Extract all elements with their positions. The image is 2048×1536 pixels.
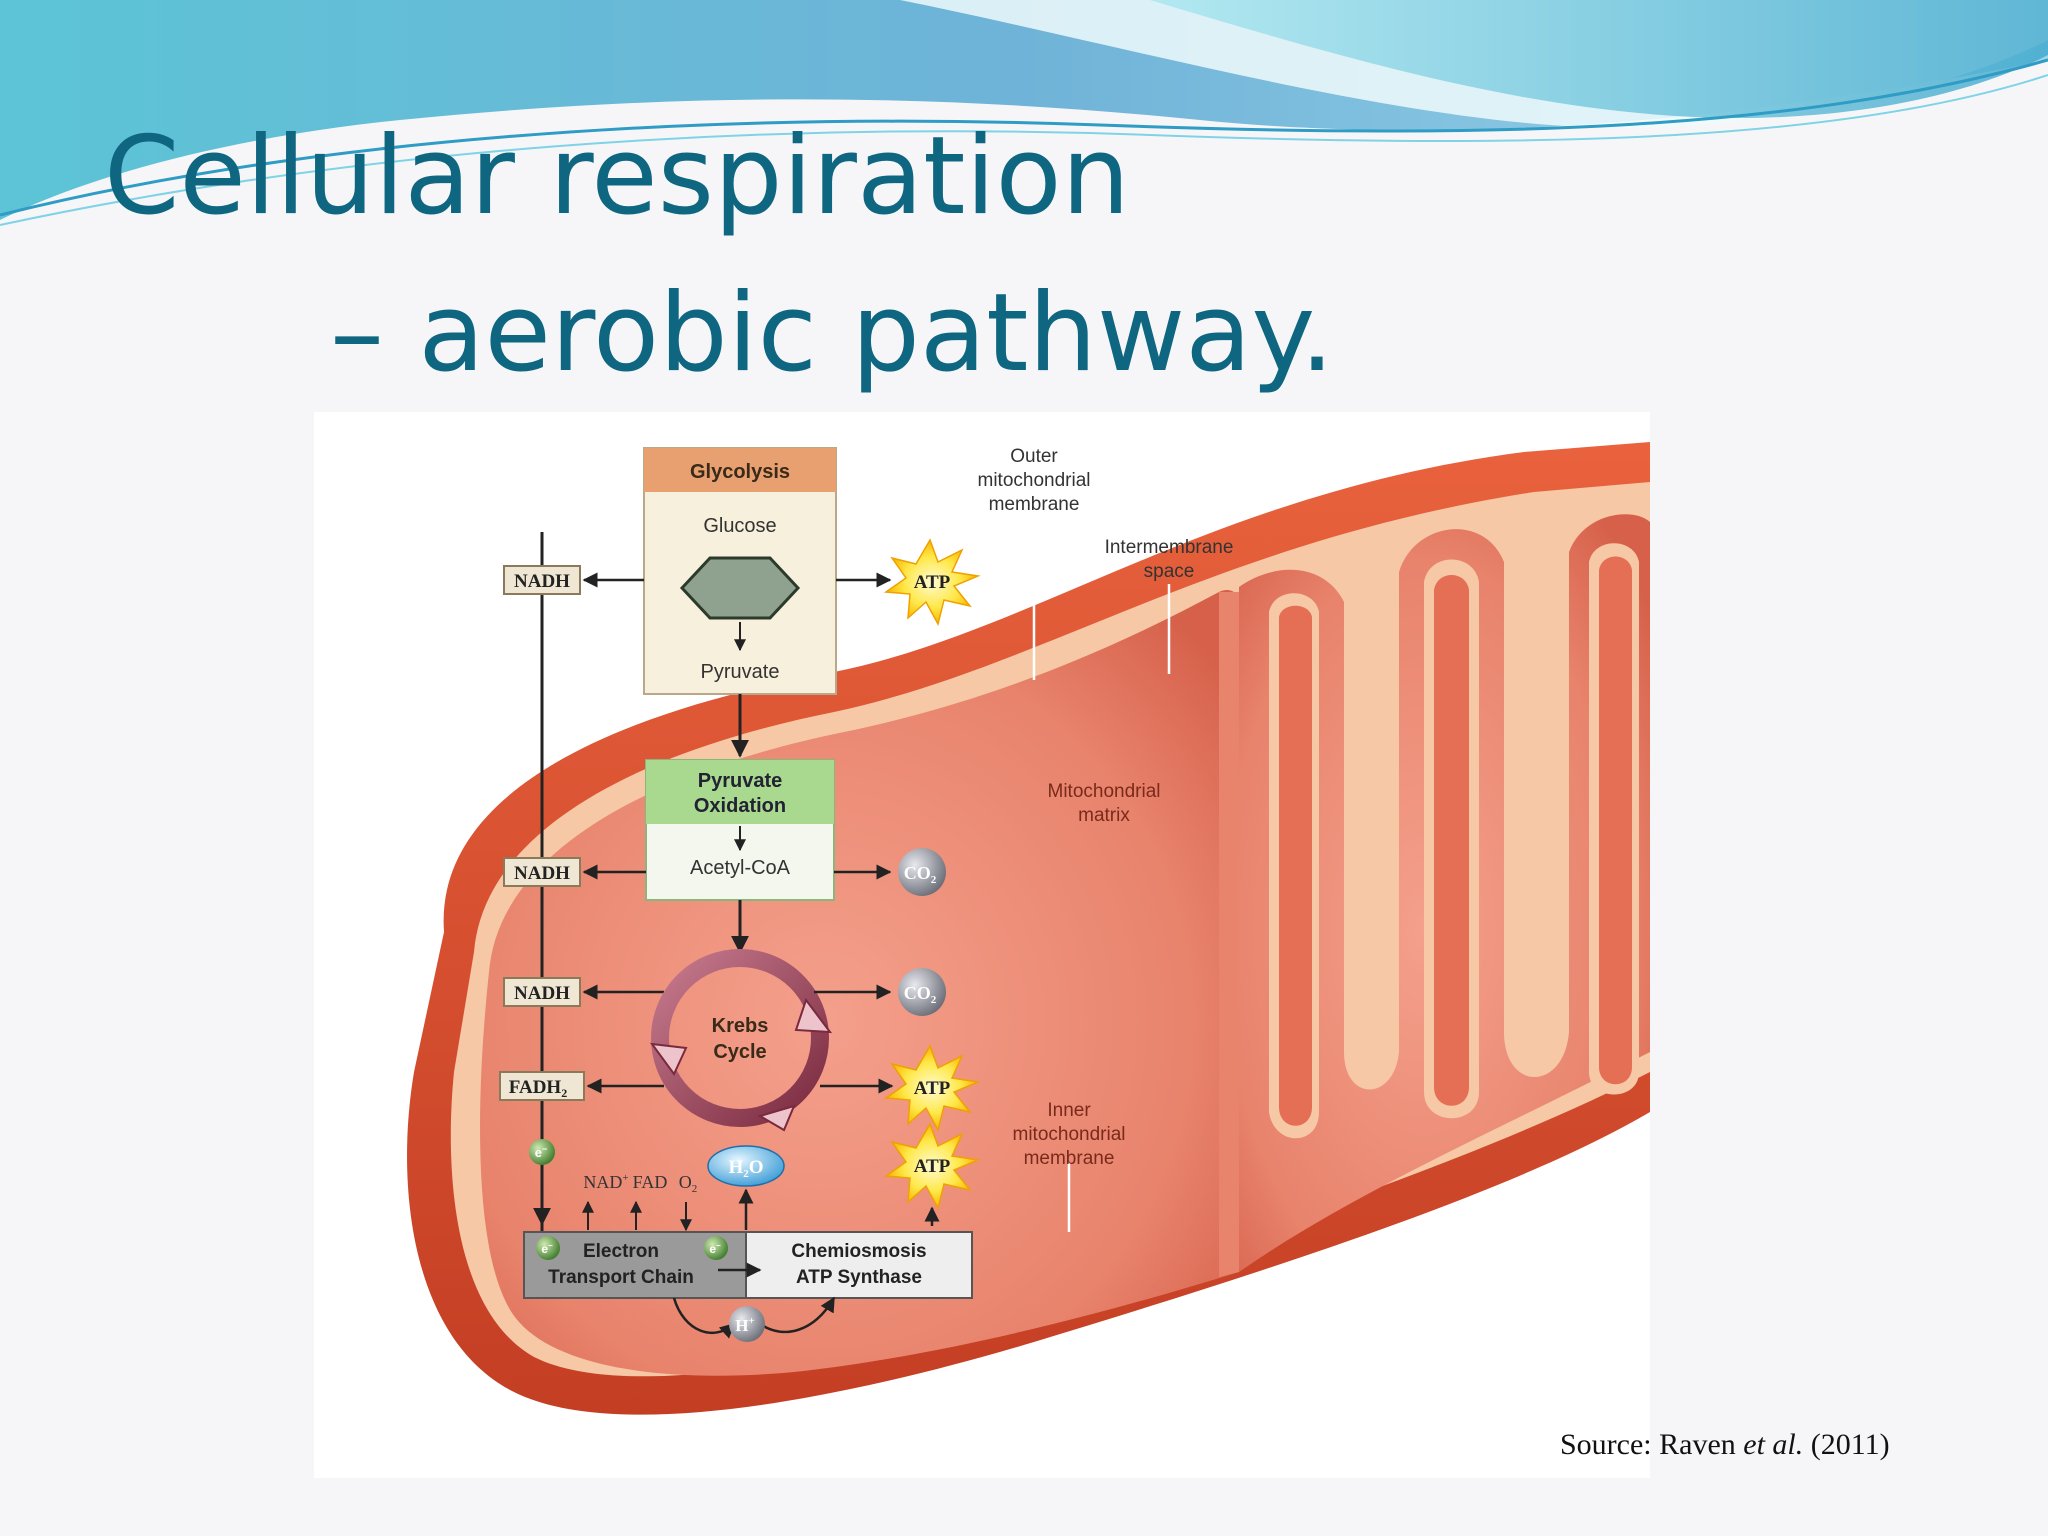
diagram-panel: Outer mitochondrial membrane Intermembra…	[314, 412, 1650, 1478]
fad-label: FAD	[633, 1172, 668, 1192]
etc-label-1: Electron	[583, 1241, 659, 1262]
proton-cycle: H+	[672, 1296, 836, 1342]
krebs-label-2: Cycle	[713, 1041, 766, 1063]
glycolysis-header: Glycolysis	[690, 461, 790, 483]
outer-membrane-label-2: mitochondrial	[978, 470, 1091, 491]
svg-text:ATP: ATP	[914, 572, 951, 593]
inner-membrane-label-2: mitochondrial	[1013, 1124, 1126, 1145]
svg-text:NADH: NADH	[514, 863, 570, 884]
h2o-droplet-icon: H2O	[707, 1145, 785, 1230]
glucose-hexagon-icon	[679, 556, 801, 620]
svg-text:CO2: CO2	[904, 983, 937, 1006]
pyruvate-label: Pyruvate	[701, 661, 780, 683]
atp-glycolysis-icon: ATP	[836, 538, 981, 627]
svg-text:NADH: NADH	[514, 571, 570, 592]
svg-text:ATP: ATP	[914, 1156, 951, 1177]
svg-text:e−: e−	[709, 1241, 721, 1256]
krebs-cycle: Krebs Cycle	[649, 949, 833, 1132]
source-citation: Source: Raven et al. (2011)	[1560, 1428, 1890, 1461]
o2-label: O2	[679, 1172, 698, 1195]
chemiosmosis-label-1: Chemiosmosis	[791, 1241, 926, 1262]
svg-text:e−: e−	[541, 1241, 553, 1256]
nadh-tag-krebs: NADH	[503, 977, 581, 1007]
glucose-label: Glucose	[703, 515, 776, 537]
acetyl-coa-label: Acetyl-CoA	[690, 857, 791, 879]
etc-chemiosmosis-box: e− e− Electron Transport Chain Chemiosmo…	[523, 1231, 973, 1299]
pyruvate-oxidation-header-1: Pyruvate	[698, 770, 783, 792]
svg-text:H2O: H2O	[728, 1157, 763, 1180]
slide-title-line-1: Cellular respiration	[104, 114, 1130, 239]
nadh-tag-pyruvate: NADH	[503, 857, 581, 887]
outer-membrane-label-1: Outer	[1010, 446, 1058, 467]
matrix-label-2: matrix	[1078, 805, 1130, 826]
intermembrane-label-1: Intermembrane	[1105, 537, 1234, 558]
atp-chemiosmosis-icon: ATP	[883, 1122, 981, 1226]
svg-text:CO2: CO2	[904, 863, 937, 886]
glycolysis-box: Glycolysis Glucose Pyruvate	[643, 447, 837, 695]
etc-electron-in-icon: e−	[536, 1236, 560, 1260]
outer-membrane-label-3: membrane	[989, 494, 1080, 515]
svg-text:H+: H+	[735, 1315, 755, 1335]
svg-text:e−: e−	[535, 1144, 548, 1160]
matrix-label-1: Mitochondrial	[1048, 781, 1161, 802]
fadh2-tag: FADH2	[499, 1071, 585, 1101]
krebs-arrow-icon	[649, 1042, 688, 1076]
krebs-label-1: Krebs	[712, 1015, 769, 1037]
etc-electron-out-icon: e−	[704, 1236, 728, 1260]
inner-membrane-label-1: Inner	[1047, 1100, 1091, 1121]
svg-text:ATP: ATP	[914, 1078, 951, 1099]
nad-plus-label: NAD+	[583, 1172, 628, 1192]
inner-membrane-label-3: membrane	[1024, 1148, 1115, 1169]
mitochondrion-respiration-diagram: Outer mitochondrial membrane Intermembra…	[407, 442, 1650, 1415]
svg-text:FADH2: FADH2	[509, 1077, 567, 1100]
krebs-arrow-icon	[794, 997, 833, 1034]
nadh-tag-glycolysis: NADH	[503, 565, 581, 595]
pyruvate-oxidation-box: Pyruvate Oxidation Acetyl-CoA	[645, 759, 835, 901]
header-wave-banner	[0, 0, 2048, 226]
svg-text:NADH: NADH	[514, 983, 570, 1004]
pyruvate-oxidation-header-2: Oxidation	[694, 795, 786, 817]
etc-label-2: Transport Chain	[548, 1267, 694, 1288]
co2-pyruvate-icon: CO2	[834, 848, 946, 896]
co2-krebs-icon: CO2	[814, 968, 946, 1016]
electron-icon: e−	[529, 1139, 555, 1165]
atp-krebs-icon: ATP	[820, 1044, 981, 1133]
krebs-arrow-icon	[757, 1104, 796, 1132]
intermembrane-label-2: space	[1144, 561, 1195, 582]
chemiosmosis-label-2: ATP Synthase	[796, 1267, 922, 1288]
slide-title-line-2: – aerobic pathway.	[330, 271, 1335, 396]
h-plus-icon	[729, 1306, 765, 1342]
